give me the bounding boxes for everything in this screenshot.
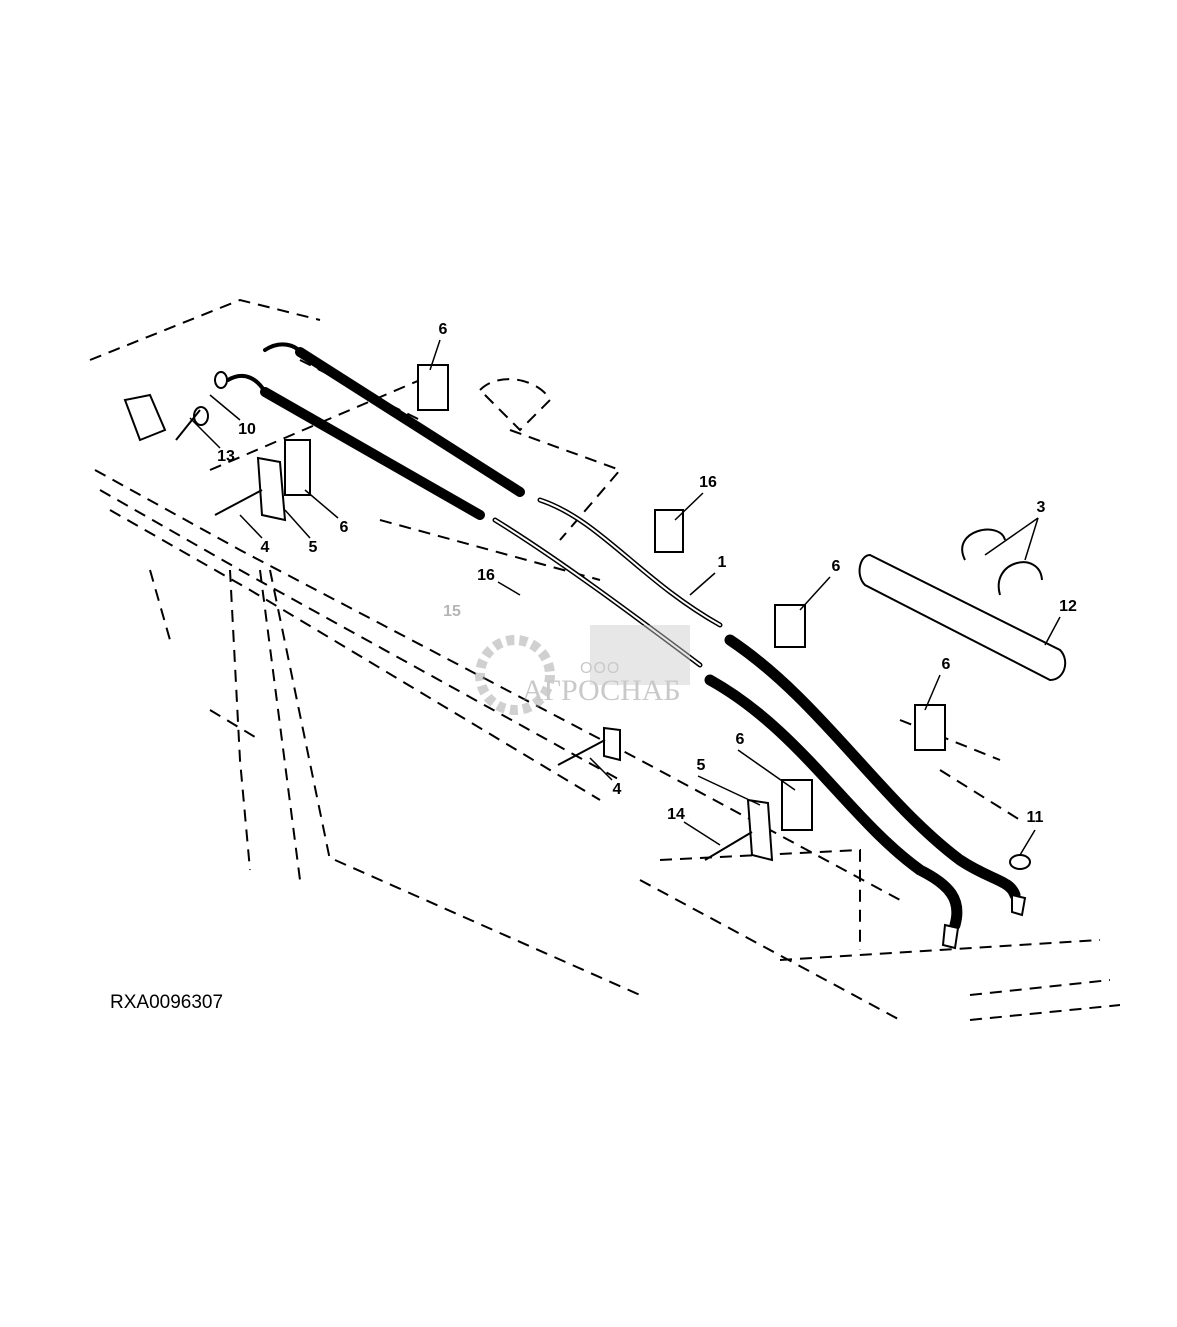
watermark-logo: ООО АГРОСНАБ [470, 620, 720, 720]
callout-label: 16 [699, 474, 717, 491]
callout-label: 6 [339, 519, 349, 536]
callout-label: 10 [238, 421, 256, 438]
figure-id: RXA0096307 [110, 992, 224, 1013]
leader-lines [189, 339, 1061, 856]
watermark-prefix: ООО [580, 660, 621, 677]
callout-label: 11 [1026, 809, 1044, 826]
callout-label: 6 [735, 731, 745, 748]
callout-label: 6 [438, 321, 448, 338]
gear-icon [475, 625, 690, 715]
callout-label: 4 [260, 539, 270, 556]
callout-label: 3 [1036, 499, 1046, 516]
callout-label: 14 [667, 806, 685, 823]
callout-label: 4 [612, 781, 622, 798]
watermark-name: АГРОСНАБ [522, 674, 681, 707]
callout-label: 16 [477, 567, 495, 584]
callout-label: 5 [696, 757, 706, 774]
callout-label: 13 [217, 448, 235, 465]
hydraulic-hoses [226, 342, 1021, 931]
callout-label: 1 [717, 554, 727, 571]
callout-label: 15 [443, 603, 461, 620]
callout-label: 6 [831, 558, 841, 575]
callout-label: 12 [1059, 598, 1077, 615]
callout-label: 5 [308, 539, 318, 556]
callout-label: 6 [941, 656, 951, 673]
